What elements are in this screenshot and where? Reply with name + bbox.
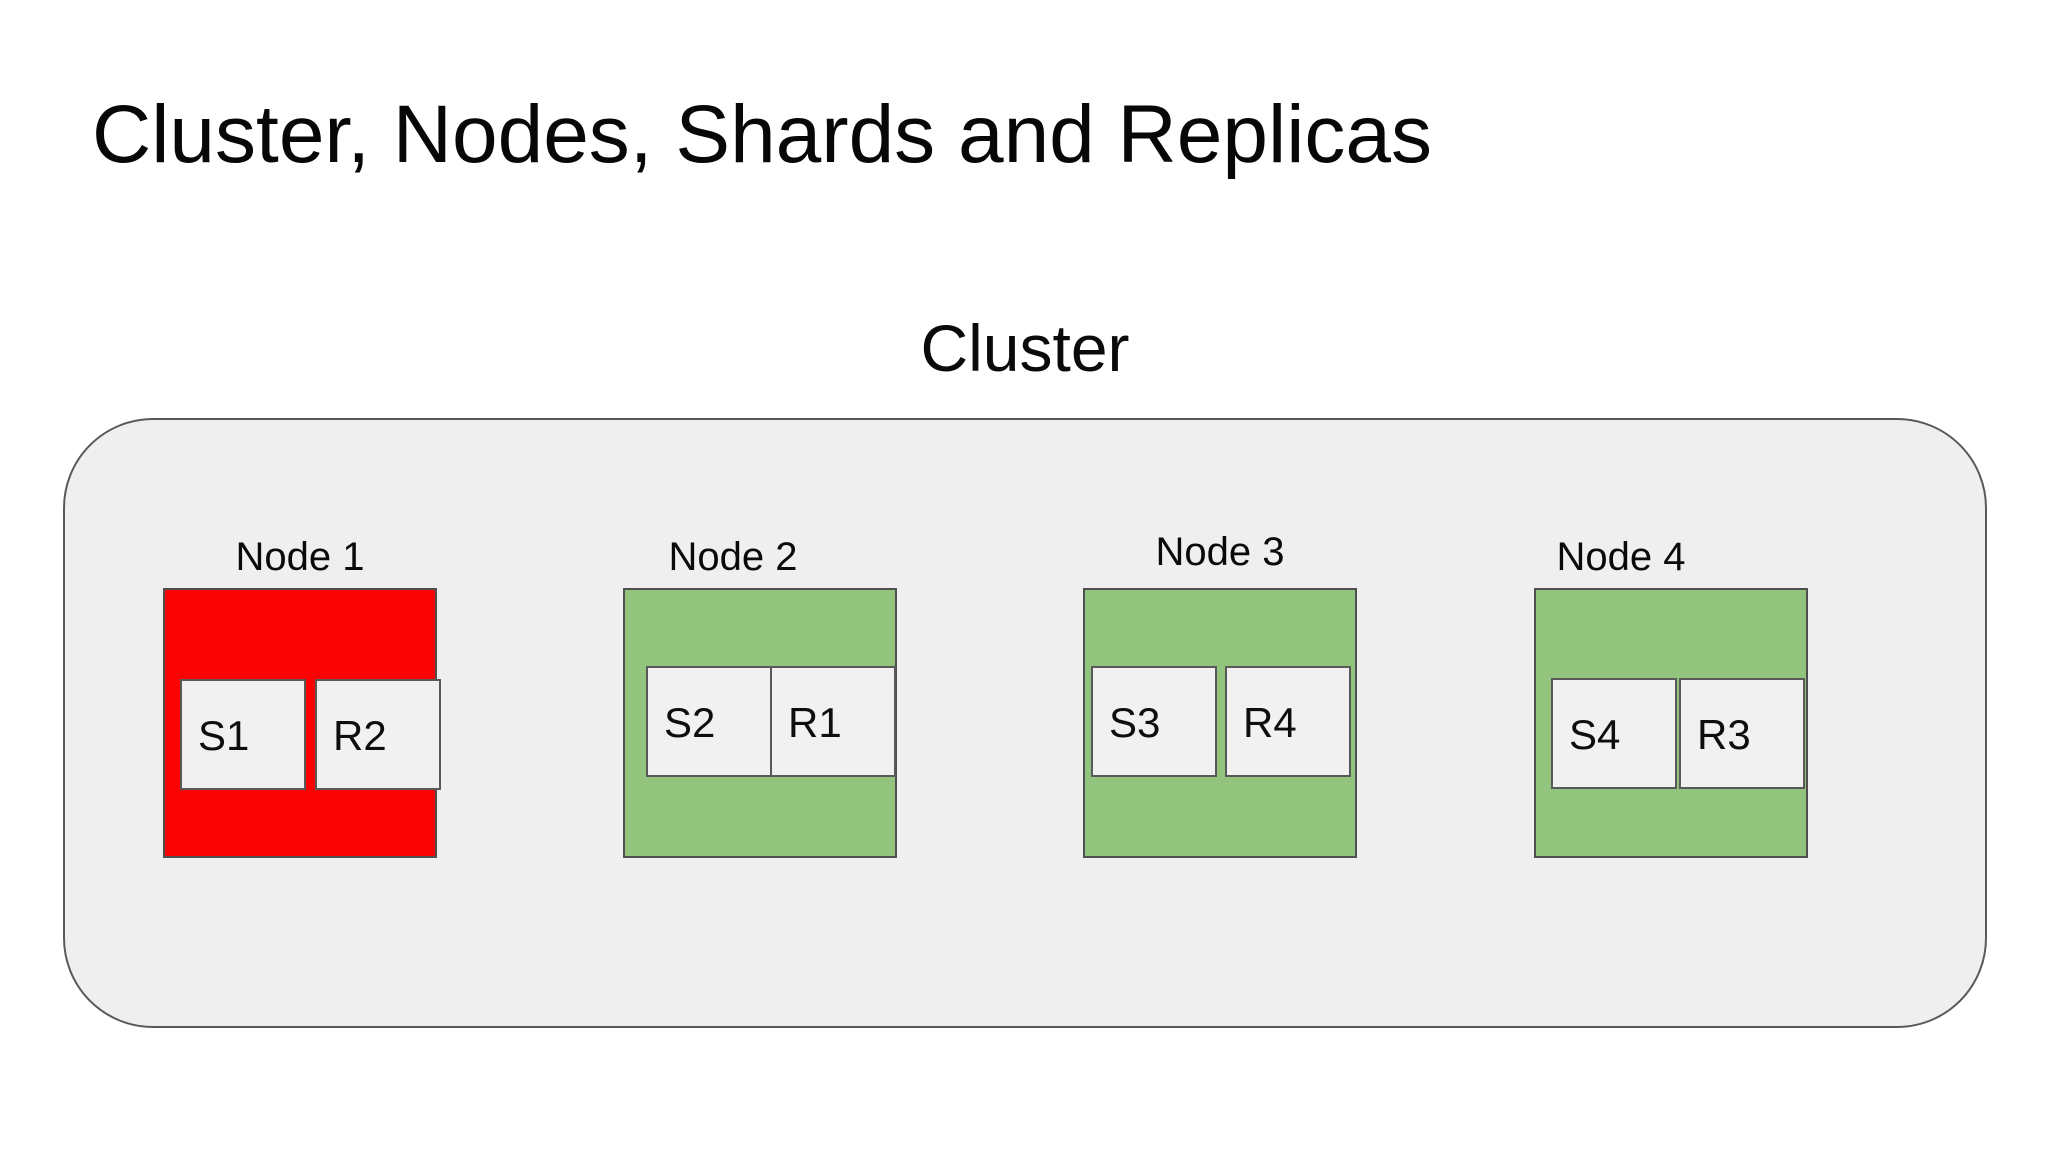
node-4-shard-tile: S4	[1551, 678, 1677, 789]
slide-title: Cluster, Nodes, Shards and Replicas	[92, 89, 1433, 180]
node-3-box: S3 R4	[1083, 588, 1357, 858]
node-1-replica-tile: R2	[315, 679, 441, 790]
cluster-label: Cluster	[920, 311, 1130, 385]
node-1-label: Node 1	[235, 535, 365, 579]
node-2-box: S2 R1	[623, 588, 897, 858]
node-4-box: S4 R3	[1534, 588, 1808, 858]
node-4-label: Node 4	[1556, 535, 1686, 579]
node-2-shard-tile: S2	[646, 666, 772, 777]
node-4-replica-tile: R3	[1679, 678, 1805, 789]
node-3-replica-tile: R4	[1225, 666, 1351, 777]
node-1-shard-tile: S1	[180, 679, 306, 790]
node-3-shard-tile: S3	[1091, 666, 1217, 777]
node-2-replica-tile: R1	[770, 666, 896, 777]
cluster-container: Node 1 S1 R2 Node 2 S2 R1 Node 3 S3 R4 N…	[63, 418, 1987, 1028]
node-2-label: Node 2	[668, 535, 798, 579]
node-1-box: S1 R2	[163, 588, 441, 858]
node-3-label: Node 3	[1155, 530, 1285, 574]
